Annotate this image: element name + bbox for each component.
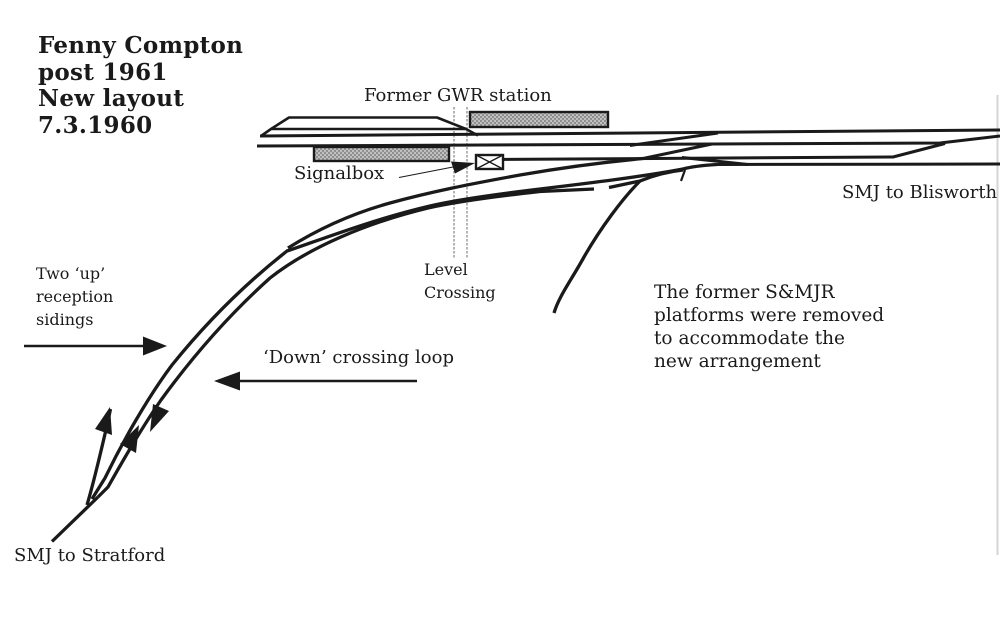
smj-down-loop-west xyxy=(96,187,595,499)
note-smjr-platforms: The former S&MJR platforms were removed … xyxy=(654,282,885,372)
platform-down-side xyxy=(312,145,451,163)
title-line: post 1961 xyxy=(38,58,168,86)
signalbox-pointer-icon xyxy=(398,161,475,179)
title-line: 7.3.1960 xyxy=(38,111,153,139)
level-crossing-icon xyxy=(453,107,468,259)
headshunt-stub xyxy=(552,179,642,314)
track-break-tick xyxy=(679,169,687,182)
platform-up-side xyxy=(468,110,610,129)
smj-connection-track xyxy=(287,156,644,250)
loop-line-3 xyxy=(486,142,946,161)
crossover-line2-line1 xyxy=(629,131,719,147)
smj-down-loop-east xyxy=(608,168,684,190)
direction-arrow-up2-icon xyxy=(120,425,139,453)
siding-line-4 xyxy=(716,162,1000,166)
title-line: New layout xyxy=(38,85,185,112)
label-signalbox: Signalbox xyxy=(294,163,385,184)
sidings-arrow-icon xyxy=(24,336,167,356)
label-former-gwr-station: Former GWR station xyxy=(364,85,552,106)
label-down-crossing-loop: ‘Down’ crossing loop xyxy=(263,347,454,368)
smj-up-line xyxy=(90,162,718,500)
main-line-down xyxy=(256,134,1000,148)
crossover-line3-line4 xyxy=(681,156,749,166)
signalbox-icon xyxy=(474,153,505,171)
direction-arrow-up-icon xyxy=(95,407,112,435)
label-smj-to-blisworth: SMJ to Blisworth xyxy=(842,182,998,203)
stratford-single-line xyxy=(50,495,100,543)
main-line-up xyxy=(259,128,1000,138)
label-level-crossing: Level Crossing xyxy=(424,260,496,302)
goods-loop-track xyxy=(260,116,479,138)
crossover-line3-line2 xyxy=(642,142,713,160)
down-loop-arrow-icon xyxy=(214,371,417,391)
label-smj-to-stratford: SMJ to Stratford xyxy=(14,545,166,566)
direction-arrow-down-icon xyxy=(150,404,169,432)
diagram-title: Fenny Compton post 1961 New layout 7.3.1… xyxy=(38,32,244,139)
title-line: Fenny Compton xyxy=(38,32,244,59)
label-reception-sidings: Two ‘up’ reception sidings xyxy=(36,264,114,329)
